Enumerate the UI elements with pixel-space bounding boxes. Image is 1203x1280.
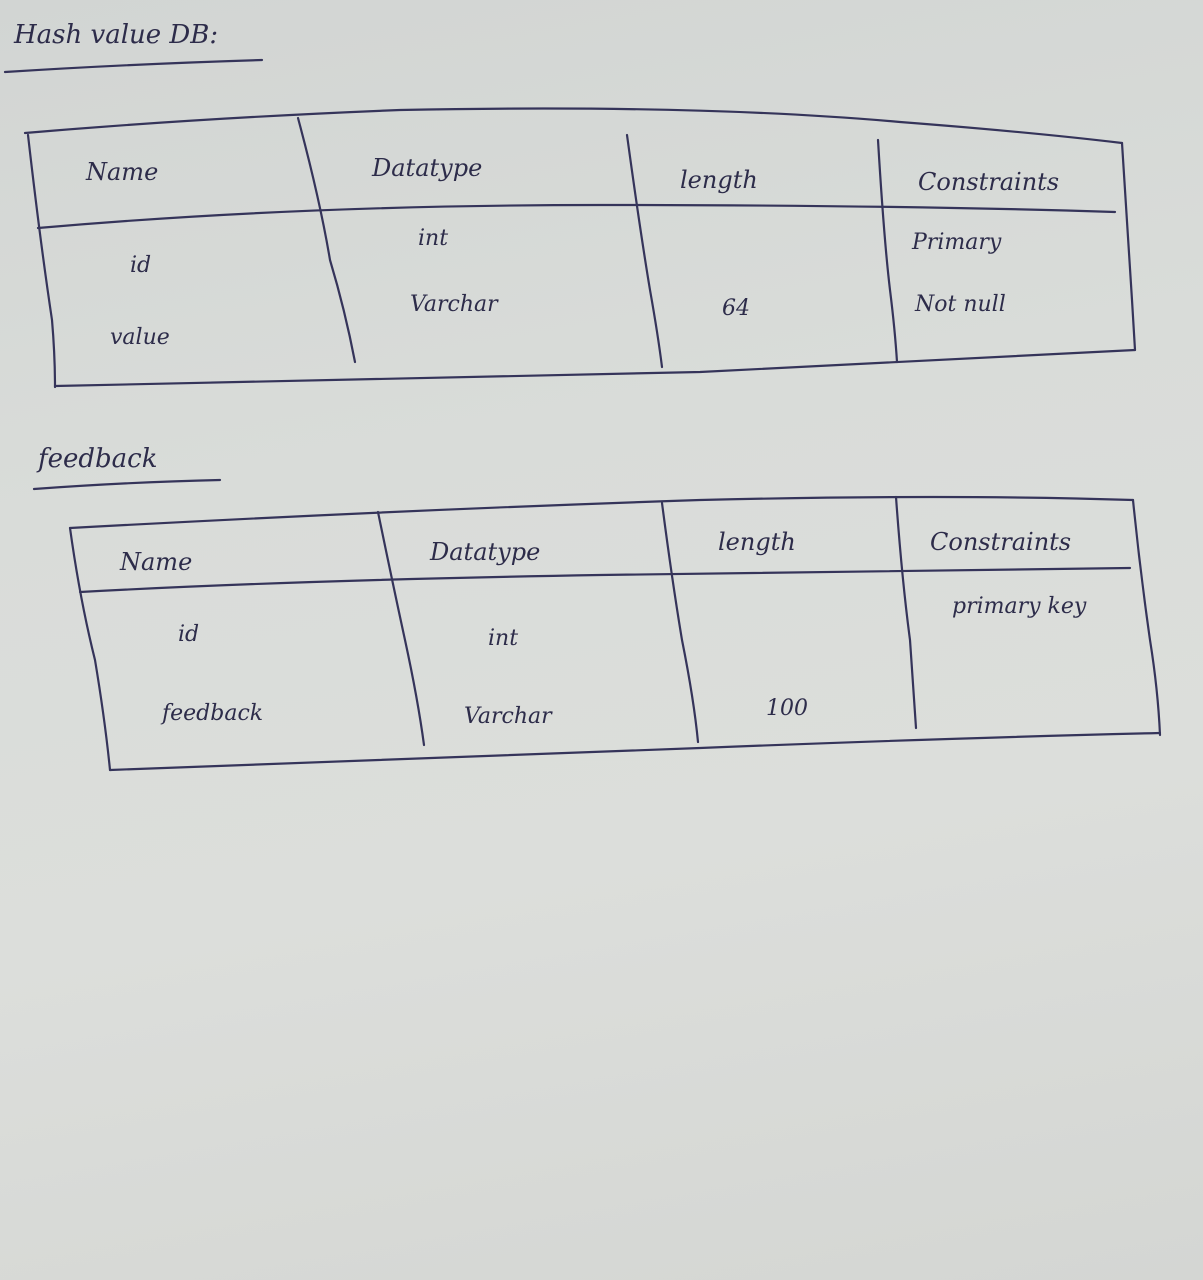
table1-left-border (26, 133, 57, 389)
table2-row2-name: feedback (162, 701, 264, 726)
table1-header-divider (36, 203, 1117, 230)
table2-row1-datatype: int (488, 626, 519, 651)
title-underline-feedback (32, 478, 222, 491)
table2-col-divider-2 (660, 501, 700, 744)
table1-col-divider-1 (296, 116, 357, 364)
table2-title: feedback (38, 444, 158, 474)
table1-row2-datatype: Varchar (410, 292, 498, 317)
table1-row1-datatype: int (418, 226, 449, 251)
table1-header-length: length (680, 166, 758, 194)
table2-right-border (1131, 498, 1162, 737)
table1-row2-constraints: Not null (915, 292, 1006, 317)
table2-header-name: Name (120, 548, 193, 576)
table2-top-border (68, 495, 1135, 530)
table1-bottom-border (53, 348, 1137, 388)
table2-bottom-border (108, 731, 1162, 772)
table1-top-border (23, 107, 1124, 145)
table1-header-datatype: Datatype (372, 154, 483, 182)
table2-row1-name: id (178, 622, 200, 647)
table2-header-datatype: Datatype (430, 538, 541, 566)
table1-col-divider-3 (876, 138, 899, 364)
title-underline-hash (3, 58, 264, 74)
table1-header-constraints: Constraints (918, 168, 1060, 196)
table2-header-length: length (718, 528, 796, 556)
table1-col-divider-2 (625, 133, 664, 369)
table2-col-divider-1 (376, 510, 426, 747)
table2-left-border (68, 526, 112, 772)
table1-row2-name: value (110, 325, 170, 350)
table2-header-divider (78, 566, 1132, 594)
table2-row1-constraints: primary key (952, 594, 1087, 619)
table1-header-name: Name (86, 158, 159, 186)
table2-row2-length: 100 (766, 696, 808, 721)
table2-header-constraints: Constraints (930, 528, 1072, 556)
table1-title: Hash value DB: (14, 20, 219, 50)
table2-col-divider-3 (894, 495, 918, 730)
table1-row1-constraints: Primary (912, 230, 1002, 255)
table1-right-border (1120, 141, 1137, 352)
table1-row2-length: 64 (722, 296, 750, 321)
table2-row2-datatype: Varchar (464, 704, 552, 729)
table1-row1-name: id (130, 253, 152, 278)
